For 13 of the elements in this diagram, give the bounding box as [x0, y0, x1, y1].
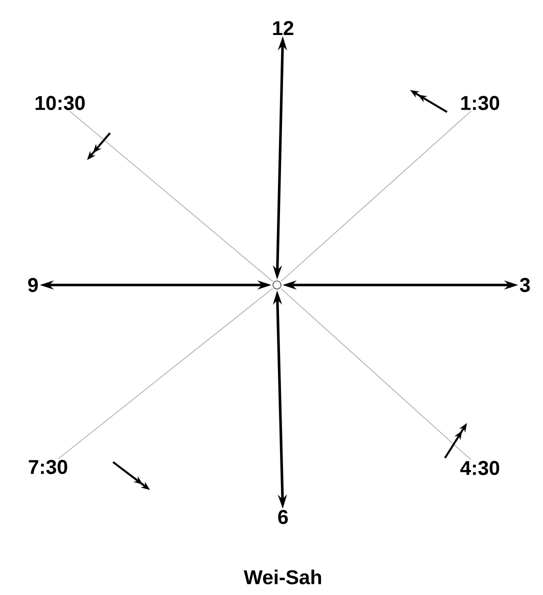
line — [58, 288, 274, 460]
hour-label: 9 — [28, 278, 38, 292]
hour-label: 3 — [520, 278, 530, 292]
hour-label: 7:30 — [28, 460, 68, 474]
line — [69, 110, 274, 282]
hour-label: 4:30 — [460, 460, 500, 476]
line — [280, 288, 472, 460]
hour-label: 10:30 — [36, 96, 85, 110]
hour-label: 1:30 — [461, 96, 500, 110]
hour-label: 12 — [273, 21, 294, 35]
line — [280, 110, 472, 282]
hour-label: 6 — [278, 510, 288, 524]
caption: Wei-Sah — [244, 570, 322, 584]
